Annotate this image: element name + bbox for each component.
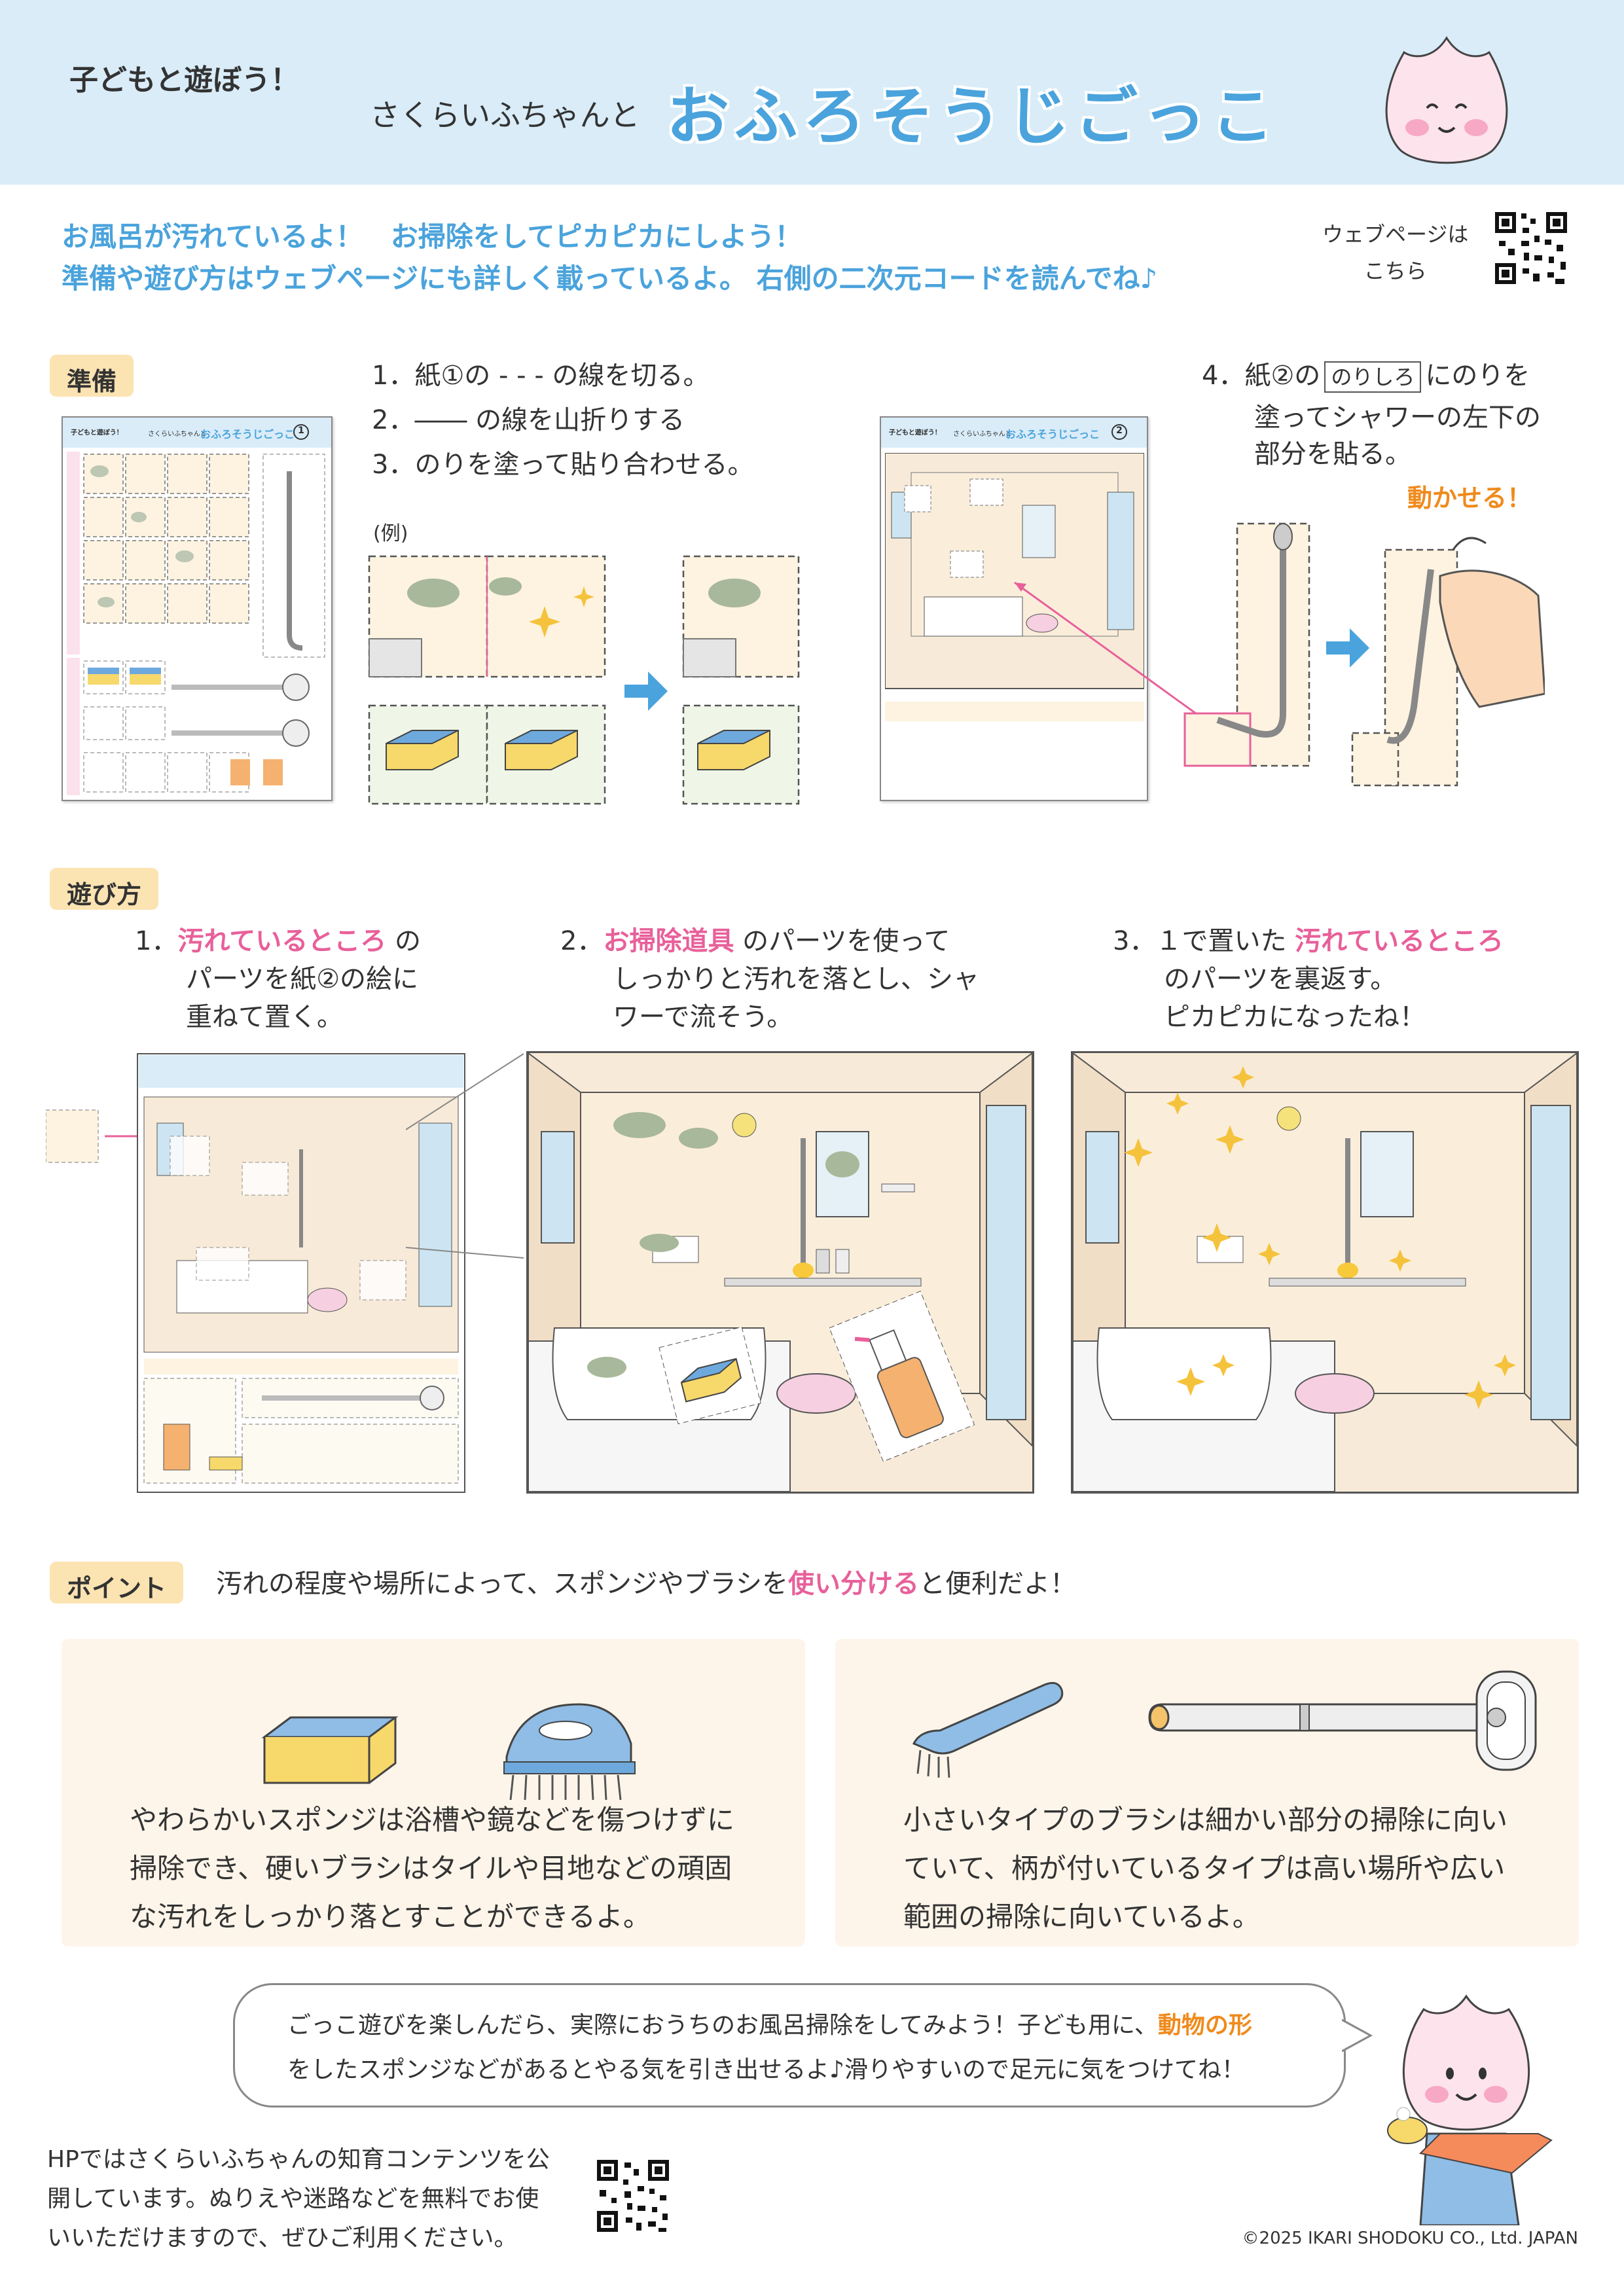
mascot-with-sponge-icon (1387, 1994, 1553, 2225)
bubble-text: ごっこ遊びを楽しんだら、実際におうちのお風呂掃除をしてみよう！子ども用に、動物の… (287, 2003, 1308, 2092)
play-s1-a: の (394, 926, 421, 956)
sheet-1-preview: 子どもと遊ぼう！ さくらいふちゃんと おふろそうじごっこ 1 (62, 416, 333, 801)
play-step-2-line3: ワーで流そう。 (613, 1002, 793, 1032)
prep-step-4-line2: 塗ってシャワーの左下の (1254, 403, 1541, 433)
sheet-1-header: 子どもと遊ぼう！ さくらいふちゃんと おふろそうじごっこ 1 (63, 418, 331, 448)
step4-b: にのりを (1425, 361, 1530, 391)
footer-line3: いいただけますので、ぜひご利用ください。 (47, 2225, 518, 2251)
footer-line1: HPではさくらいふちゃんの知育コンテンツを公 (47, 2146, 550, 2173)
intro-line1: お風呂が汚れているよ！ お掃除をしてピカピカにしよう！ (62, 221, 803, 253)
card2-line2: ていて、柄が付いているタイプは高い場所や広い (903, 1852, 1506, 1884)
card1-line3: な汚れをしっかり落とすことができるよ。 (130, 1901, 651, 1933)
point-text-b: と便利だよ！ (919, 1569, 1076, 1599)
sheet-2-preview: 子どもと遊ぼう！ さくらいふちゃんと おふろそうじごっこ 2 (880, 416, 1148, 801)
play-step-3-line2: のパーツを裏返す。 (1164, 964, 1397, 994)
play-step-3-panel (1071, 1051, 1579, 1494)
sheet-2-lead: さくらいふちゃんと (953, 431, 1012, 438)
speech-bubble: ごっこ遊びを楽しんだら、実際におうちのお風呂掃除をしてみよう！子ども用に、動物の… (233, 1983, 1346, 2108)
prep-tag: 準備 (50, 355, 134, 397)
sheet-1-sub: 子どもと遊ぼう！ (71, 429, 123, 437)
sheet-1-parts-illustration (67, 452, 325, 795)
intro-line2: 準備や遊び方はウェブページにも詳しく載っているよ。 右側の二次元コードを読んでね… (62, 262, 1158, 295)
bubble-line1: ごっこ遊びを楽しんだら、実際におうちのお風呂掃除をしてみよう！子ども用に、 (287, 2012, 1158, 2039)
header-lead: さくらいふちゃんと (370, 98, 640, 133)
sponge-and-brush-icon (261, 1703, 636, 1801)
sheet-2-number: 2 (1111, 424, 1127, 440)
play-step-2-line2: しっかりと汚れを落とし、シャ (613, 964, 979, 994)
play-step-1-line2: パーツを紙②の絵に (186, 964, 419, 994)
bubble-highlight: 動物の形 (1157, 2012, 1252, 2039)
play-s3-a: １で置いた (1155, 926, 1287, 956)
sheet-1-number: 1 (293, 424, 309, 440)
prep-step-1: 1．紙①の - - - の線を切る。 (372, 361, 710, 391)
shower-attach-illustration (1183, 522, 1545, 787)
play-step-3-line3: ピカピカになったね！ (1164, 1002, 1426, 1032)
card1-line2: 掃除でき、硬いブラシはタイルや目地などの頑固 (130, 1852, 732, 1884)
play-s1-num: 1． (135, 926, 178, 956)
example-label: (例) (373, 522, 408, 545)
play-s1-highlight: 汚れているところ (177, 926, 387, 956)
footer-line2: 開しています。ぬりえや迷路などを無料でお使 (47, 2185, 539, 2212)
qr-code-icon[interactable] (1492, 209, 1570, 287)
web-line1: ウェブページは (1322, 222, 1469, 247)
header-band: 子どもと遊ぼう！ さくらいふちゃんと おふろそうじごっこ (0, 0, 1624, 185)
step4-a: 4．紙②の (1202, 361, 1321, 391)
web-line2: こちら (1363, 259, 1427, 283)
glue-tab-label: のりしろ (1324, 361, 1422, 393)
sheet-2-title: おふろそうじごっこ (1005, 428, 1100, 440)
prep-step-4-line1: 4．紙②ののりしろにのりを (1202, 353, 1530, 398)
play-step-2-bathroom-illustration (528, 1053, 1032, 1492)
prep-step-2: 2．―― の線を山折りする (372, 405, 685, 435)
web-link-label: ウェブページは こちら (1322, 216, 1468, 289)
card2-line1: 小さいタイプのブラシは細かい部分の掃除に向い (903, 1804, 1508, 1836)
sheet-2-sub: 子どもと遊ぼう！ (889, 429, 941, 437)
point-card-sponge-brush: やわらかいスポンジは浴槽や鏡などを傷つけずに 掃除でき、硬いブラシはタイルや目地… (62, 1639, 805, 1946)
mascot-head-icon (1385, 36, 1508, 164)
play-step-3-line1: 3．１で置いた 汚れているところ (1113, 919, 1504, 963)
point-text-highlight: 使い分ける (788, 1569, 919, 1599)
sheet-1-lead: さくらいふちゃんと (148, 431, 207, 438)
point-text-a: 汚れの程度や場所によって、スポンジやブラシを (216, 1569, 788, 1599)
zoom-connector-lines (406, 1053, 524, 1259)
sheet-1-title: おふろそうじごっこ (200, 428, 295, 440)
copyright: ©2025 IKARI SHODOKU CO., Ltd. JAPAN (1242, 2229, 1578, 2248)
play-s2-num: 2． (560, 926, 604, 956)
card1-line1: やわらかいスポンジは浴槽や鏡などを傷つけずに (130, 1804, 735, 1836)
play-s2-highlight: お掃除道具 (603, 926, 734, 956)
play-step-1-line1: 1．汚れているところ の (135, 919, 421, 963)
play-step-1-line3: 重ねて置く。 (186, 1002, 343, 1032)
play-step-2-line1: 2．お掃除道具 のパーツを使って (560, 919, 950, 963)
page-title: おふろそうじごっこ (666, 80, 1279, 153)
play-step-3-clean-bathroom-illustration (1073, 1053, 1577, 1492)
prep-step-4-line3: 部分を貼る。 (1254, 439, 1411, 469)
bubble-tail (1342, 2018, 1373, 2053)
hand-brush-and-long-brush-icon (912, 1670, 1537, 1778)
point-text: 汚れの程度や場所によって、スポンジやブラシを使い分けると便利だよ！ (216, 1562, 1076, 1606)
fold-example-illustration (368, 555, 800, 805)
bubble-line2: をしたスポンジなどがあるとやる気を引き出せるよ♪滑りやすいので足元に気をつけてね… (287, 2056, 1245, 2083)
play-s3-num: 3． (1113, 926, 1156, 956)
movable-label: 動かせる！ (1407, 484, 1532, 512)
header-subtitle: 子どもと遊ぼう！ (69, 63, 300, 97)
play-s2-a: のパーツを使って (742, 926, 950, 956)
play-tag: 遊び方 (50, 868, 159, 910)
point-card-brush-types: 小さいタイプのブラシは細かい部分の掃除に向い ていて、柄が付いているタイプは高い… (835, 1639, 1579, 1946)
sheet-2-header: 子どもと遊ぼう！ さくらいふちゃんと おふろそうじごっこ 2 (881, 418, 1147, 448)
play-s3-highlight: 汚れているところ (1295, 926, 1504, 956)
point-tag: ポイント (50, 1562, 184, 1604)
play-step-2-panel (526, 1051, 1034, 1494)
footer-qr-code-icon[interactable] (594, 2157, 672, 2234)
prep-step-3: 3．のりを塗って貼り合わせる。 (372, 450, 754, 480)
sheet-2-bathroom-illustration (885, 453, 1144, 721)
footer-text: HPではさくらいふちゃんの知育コンテンツを公 開しています。ぬりえや迷路などを無… (47, 2140, 571, 2258)
intro-text: お風呂が汚れているよ！ お掃除をしてピカピカにしよう！ 準備や遊び方はウェブペー… (62, 216, 1157, 300)
card2-line3: 範囲の掃除に向いているよ。 (903, 1901, 1260, 1933)
